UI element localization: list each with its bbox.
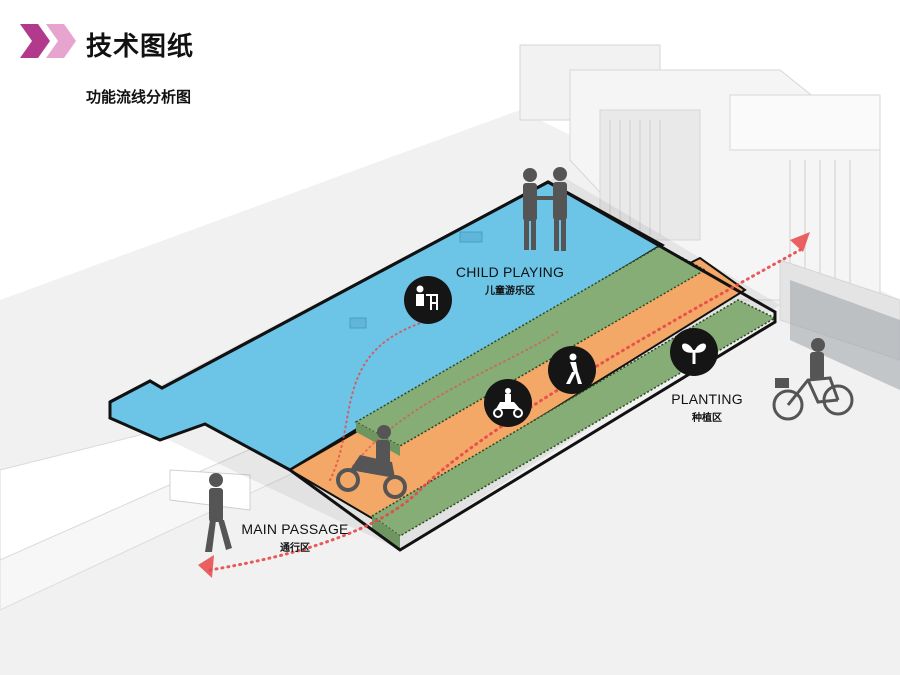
label-main-passage-cn: 通行区	[280, 543, 310, 554]
flow-arrow-left	[198, 555, 214, 578]
sprout-icon	[670, 328, 718, 376]
pedestrian-icon	[548, 346, 596, 394]
person-on-bicycle	[772, 338, 854, 421]
people-handshake	[523, 167, 567, 251]
planting-strip-upper	[354, 245, 707, 447]
scooter-icon	[484, 379, 532, 427]
label-planting-cn: 种植区	[692, 413, 722, 424]
person-walking	[205, 473, 232, 552]
street-photo-strip	[790, 280, 900, 390]
label-main-passage: MAIN PASSAGE 通行区	[232, 521, 358, 554]
platform-outline	[109, 180, 777, 552]
child-play-icon	[404, 276, 452, 324]
flow-arrow-right	[790, 232, 810, 252]
person-on-motorbike	[336, 425, 407, 499]
flow-lines	[208, 248, 802, 572]
label-planting: PLANTING 种植区	[662, 391, 752, 424]
page-subtitle: 功能流线分析图	[80, 82, 198, 111]
label-child-playing-cn: 儿童游乐区	[485, 286, 535, 297]
label-planting-en: PLANTING	[671, 391, 743, 407]
play-blocks	[349, 231, 483, 329]
header-chevrons	[20, 24, 76, 58]
label-child-playing: CHILD PLAYING 儿童游乐区	[450, 264, 570, 297]
label-main-passage-en: MAIN PASSAGE	[241, 521, 349, 537]
page-title: 技术图纸	[86, 32, 195, 62]
label-child-playing-en: CHILD PLAYING	[455, 264, 565, 280]
